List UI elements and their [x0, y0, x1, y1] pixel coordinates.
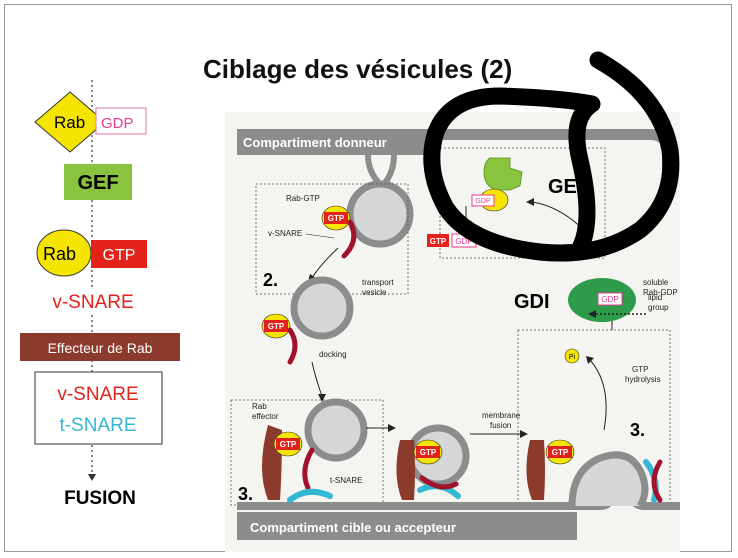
legend-fusion-label: FUSION — [64, 488, 136, 509]
released-gtp-label: GTP — [430, 237, 447, 246]
gtp-tag-3-label: GTP — [280, 440, 297, 449]
gtp-hydrolysis-label-2: hydrolysis — [625, 375, 661, 384]
rab-effector-label-2: effector — [252, 412, 279, 421]
step3-right-label: 3. — [630, 420, 645, 440]
legend-gdp-label: GDP — [101, 115, 134, 132]
legend-vsnare-bg — [40, 288, 144, 314]
legend-arrowhead — [88, 474, 96, 481]
transport-label-1: transport — [362, 278, 394, 287]
v-snare-label: v-SNARE — [268, 229, 302, 238]
target-compartment-label: Compartiment cible ou accepteur — [250, 520, 456, 535]
gtp-hydrolysis-label-1: GTP — [632, 365, 648, 374]
step2-label: 2. — [263, 270, 278, 290]
gtp-box — [91, 240, 147, 268]
gef-gdp-label: GDP — [475, 198, 491, 205]
legend-gef-label: GEF — [77, 172, 118, 194]
rab-gtp-label: Rab-GTP — [286, 194, 320, 203]
gtp-tag-label: GTP — [328, 214, 345, 223]
rab-gdp-diamond — [34, 91, 106, 153]
legend-effector-box — [20, 333, 180, 361]
donor-label-bar — [237, 129, 437, 155]
legend-vsnare-label: v-SNARE — [52, 292, 133, 313]
gtp-tag-4-label: GTP — [420, 448, 437, 457]
legend-gef-box — [64, 164, 132, 200]
gdp-box — [95, 107, 147, 135]
soluble-label-1: soluble — [643, 278, 669, 287]
legend-rab-label: Rab — [54, 113, 85, 132]
soluble-label-2: Rab-GDP — [643, 288, 678, 297]
gtp-tag-5-label: GTP — [552, 448, 569, 457]
pi-label: Pi — [569, 354, 576, 361]
membrane-fusion-label-1: membrane — [482, 411, 521, 420]
transport-vesicle — [290, 276, 354, 340]
slide-title: Ciblage des vésicules (2) — [203, 54, 513, 84]
gef-protein — [483, 157, 523, 191]
v-snare-molecule — [341, 219, 357, 259]
docking-label: docking — [319, 350, 347, 359]
legend-rab2-label: Rab — [43, 244, 76, 264]
donor-compartment-label: Compartiment donneur — [243, 135, 387, 150]
fused-vesicle — [568, 451, 649, 508]
gtp-tag — [324, 212, 348, 224]
donor-membrane — [437, 129, 672, 180]
rab-effector-label-1: Rab — [252, 402, 267, 411]
released-gdp-label: GDP — [455, 237, 472, 246]
legend-box-tsnare-label: t-SNARE — [59, 415, 136, 436]
membrane-fusion-label-2: fusion — [490, 421, 511, 430]
legend-gtp-label: GTP — [103, 247, 136, 264]
step3-right-box — [517, 329, 671, 506]
gtp-tag-2-label: GTP — [268, 322, 285, 331]
legend-effector-label: Effecteur de Rab — [48, 340, 153, 356]
transport-label-2: vesicle — [362, 288, 387, 297]
gtp-tag-2 — [264, 320, 288, 332]
step3-left-label: 3. — [238, 484, 253, 504]
legend-snare-box — [34, 371, 163, 445]
pi-circle — [564, 348, 580, 364]
lipid-label-1: lipid — [648, 293, 662, 302]
t-snare-molecule — [287, 488, 333, 503]
hand-drawn-circle — [423, 51, 680, 262]
gdi-label: GDI — [514, 291, 550, 313]
gdi-gdp-label: GDP — [601, 295, 618, 304]
budding-vesicle — [346, 180, 414, 248]
lipid-label-2: group — [648, 303, 669, 312]
legend-box-vsnare-label: v-SNARE — [57, 384, 138, 405]
t-snare-label: t-SNARE — [330, 476, 362, 485]
docked-vesicle-1 — [304, 398, 368, 462]
target-label-bar — [237, 512, 577, 540]
